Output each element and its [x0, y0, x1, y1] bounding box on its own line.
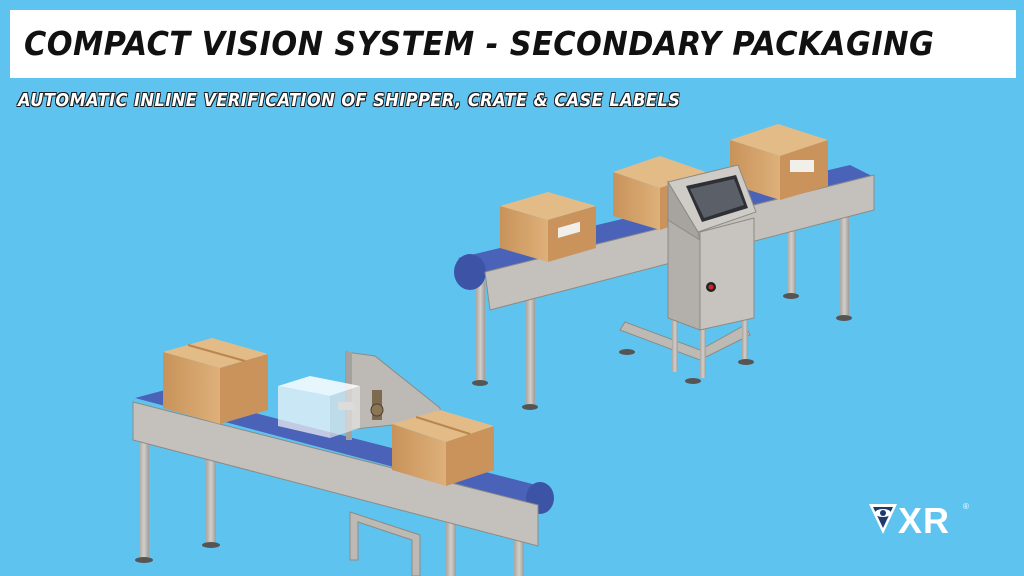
- registered-mark: ®: [963, 502, 969, 511]
- vision-control-cabinet: [619, 164, 757, 384]
- conveyor-leg: [514, 520, 524, 576]
- page-subtitle: AUTOMATIC INLINE VERIFICATION OF SHIPPER…: [18, 90, 681, 111]
- conveyor-leg: [840, 198, 849, 316]
- conveyor-leg: [206, 445, 216, 545]
- conveyor-leg: [446, 505, 456, 576]
- conveyor-leg: [476, 282, 485, 382]
- carton: [500, 192, 596, 262]
- vxr-logo: XR ®: [868, 500, 978, 544]
- conveyor-leg: [787, 225, 796, 295]
- vision-tunnel: [278, 351, 441, 440]
- carton: [392, 410, 494, 486]
- carton: [163, 338, 268, 424]
- title-bar: COMPACT VISION SYSTEM - SECONDARY PACKAG…: [10, 10, 1016, 78]
- page-title: COMPACT VISION SYSTEM - SECONDARY PACKAG…: [24, 24, 935, 63]
- conveyor-leg: [139, 420, 149, 560]
- conveyor-leg: [526, 288, 535, 406]
- eye-v-icon: [869, 504, 897, 534]
- logo-text: XR: [898, 500, 951, 541]
